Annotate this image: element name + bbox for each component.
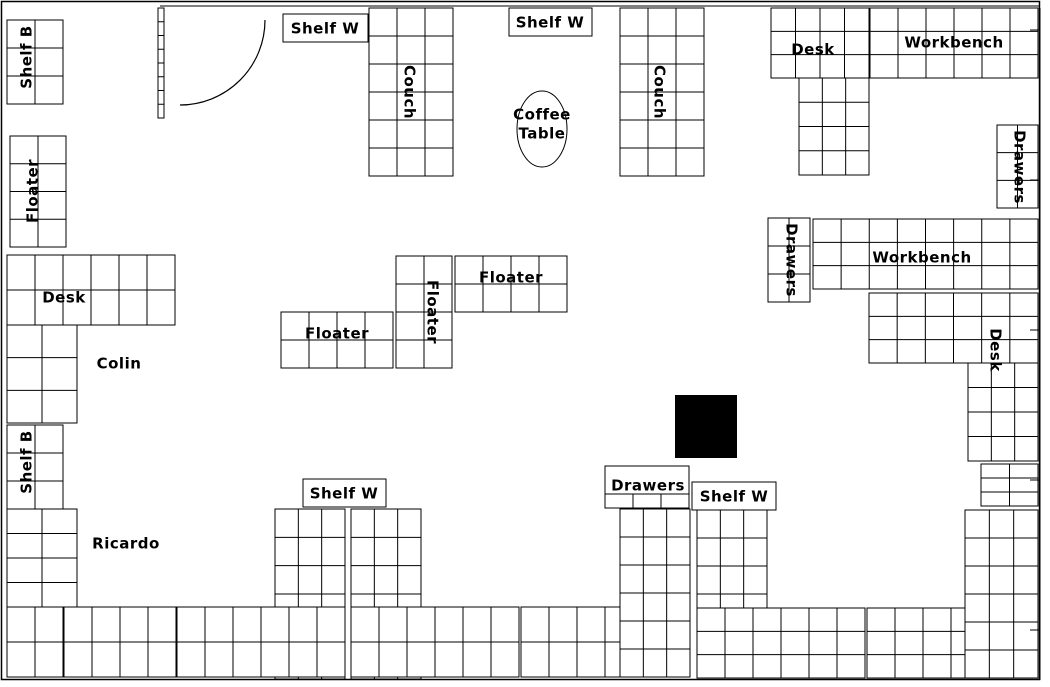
floater-center-bottom-label: Floater xyxy=(305,325,369,343)
bottom-block-col-c xyxy=(619,508,691,678)
black-square-marker xyxy=(675,395,737,458)
floater-left-label: Floater xyxy=(24,159,42,223)
shelf-w-top-center xyxy=(508,7,593,37)
shelf-w-top-center-label: Shelf W xyxy=(516,14,585,32)
couch-right-label: Couch xyxy=(651,65,669,119)
floater-center-bottom xyxy=(280,311,394,369)
drawers-bottom-label: Drawers xyxy=(611,477,685,495)
shelf-b-top-label: Shelf B xyxy=(18,25,36,88)
shelf-w-bottom-left-label: Shelf W xyxy=(310,485,379,503)
coffee-table-label-line: Coffee xyxy=(513,106,571,124)
desk-top-right-label: Desk xyxy=(791,41,835,59)
desk-left-leg xyxy=(6,324,78,424)
workbench-top-label: Workbench xyxy=(904,34,1003,52)
workbench-top xyxy=(869,7,1039,79)
couch-left xyxy=(368,7,454,177)
drawers-right xyxy=(996,124,1039,209)
shelf-w-bottom-right-label: Shelf W xyxy=(700,488,769,506)
shelf-b-bottom-label: Shelf B xyxy=(18,430,36,493)
workbench-mid-label: Workbench xyxy=(872,249,971,267)
bottom-block-low-a xyxy=(176,606,346,678)
door xyxy=(157,7,266,119)
drawers-mid-right xyxy=(767,217,811,303)
floater-left xyxy=(9,135,67,248)
couch-left-label: Couch xyxy=(401,65,419,119)
floater-center-top-label: Floater xyxy=(479,269,543,287)
bottom-block-left-lower-b xyxy=(63,606,177,678)
right-side-small-cabinet xyxy=(980,463,1039,507)
bottom-block-left-upper xyxy=(6,508,78,608)
desk-right-leg xyxy=(967,362,1039,462)
drawers-mid-right-label: Drawers xyxy=(783,223,801,297)
drawers-bottom xyxy=(604,465,690,509)
desk-right-label: Desk xyxy=(987,328,1005,372)
desk-top-right-top xyxy=(770,7,870,79)
colin-label: Colin xyxy=(97,355,142,373)
workbench-mid xyxy=(812,218,1039,290)
bottom-block-low-d xyxy=(696,607,866,679)
shelf-w-top-left-label: Shelf W xyxy=(291,20,360,38)
ricardo-label: Ricardo xyxy=(92,535,160,553)
bottom-block-low-b xyxy=(350,606,520,678)
bottom-block-col-e xyxy=(964,509,1039,679)
shelf-w-bottom-left xyxy=(302,478,387,508)
shelf-w-top-left xyxy=(282,13,369,43)
desk-left-top xyxy=(6,254,176,326)
drawers-right-label: Drawers xyxy=(1011,130,1029,204)
shelf-w-bottom-right xyxy=(691,481,777,511)
couch-right xyxy=(619,7,705,177)
floater-center-vertical xyxy=(395,255,453,369)
shelf-b-top xyxy=(6,19,64,105)
floater-center-vertical-label: Floater xyxy=(424,280,442,344)
desk-right-top xyxy=(868,292,1039,364)
desk-left-label: Desk xyxy=(42,289,86,307)
floater-center-top xyxy=(454,255,568,313)
desk-top-right-leg xyxy=(798,77,870,176)
shelf-b-bottom xyxy=(6,424,64,510)
coffee-table-label-line: Table xyxy=(519,125,566,143)
